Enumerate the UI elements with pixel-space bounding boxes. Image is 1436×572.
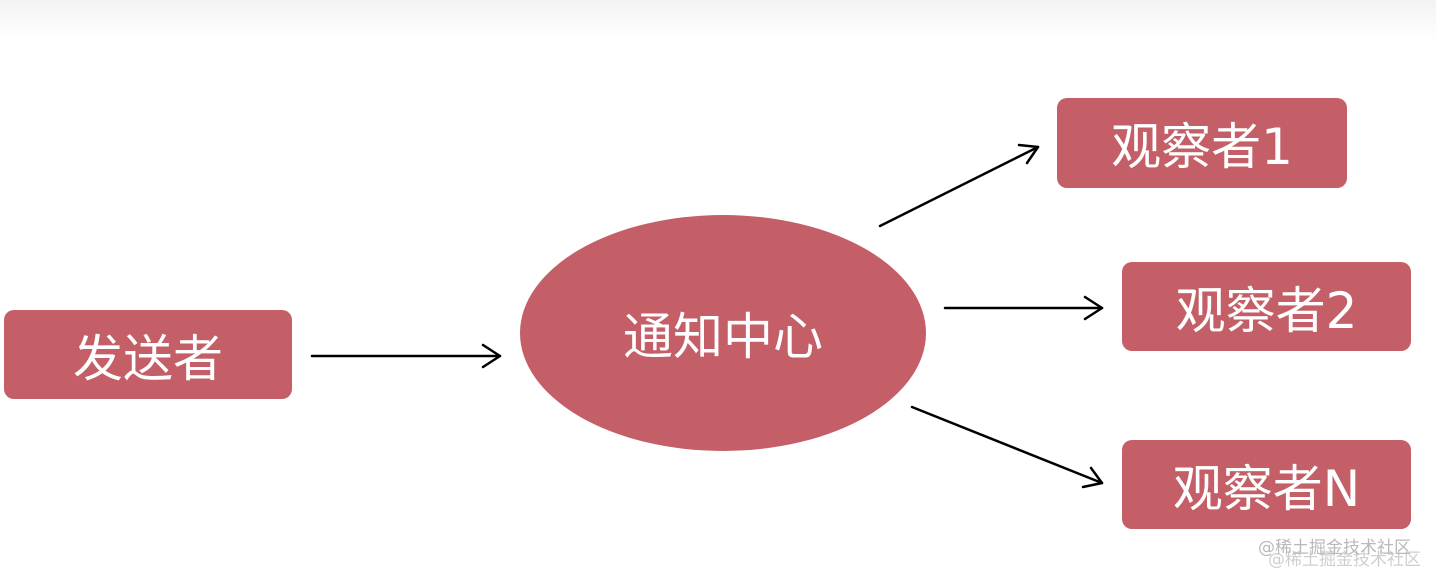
observer-1-label: 观察者1 xyxy=(1111,118,1293,176)
arrow-sender-to-center xyxy=(310,343,502,369)
arrow-center-to-observer-n xyxy=(910,405,1104,489)
observer-n-node: 观察者N xyxy=(1122,440,1411,529)
observer-2-node: 观察者2 xyxy=(1122,262,1411,351)
notification-center-node: 通知中心 xyxy=(520,215,926,451)
observer-n-label: 观察者N xyxy=(1172,459,1361,518)
top-band xyxy=(0,0,1436,40)
watermark: @稀土掘金技术社区 xyxy=(1258,538,1411,558)
sender-label: 发送者 xyxy=(73,329,223,388)
sender-node: 发送者 xyxy=(4,310,292,399)
arrow-center-to-observer-1 xyxy=(878,143,1040,228)
observer-1-node: 观察者1 xyxy=(1057,98,1347,188)
arrow-center-to-observer-2 xyxy=(943,295,1104,321)
observer-2-label: 观察者2 xyxy=(1175,281,1358,340)
notification-center-label: 通知中心 xyxy=(623,308,823,366)
watermark-shadow: @稀土掘金技术社区 xyxy=(1268,550,1421,570)
